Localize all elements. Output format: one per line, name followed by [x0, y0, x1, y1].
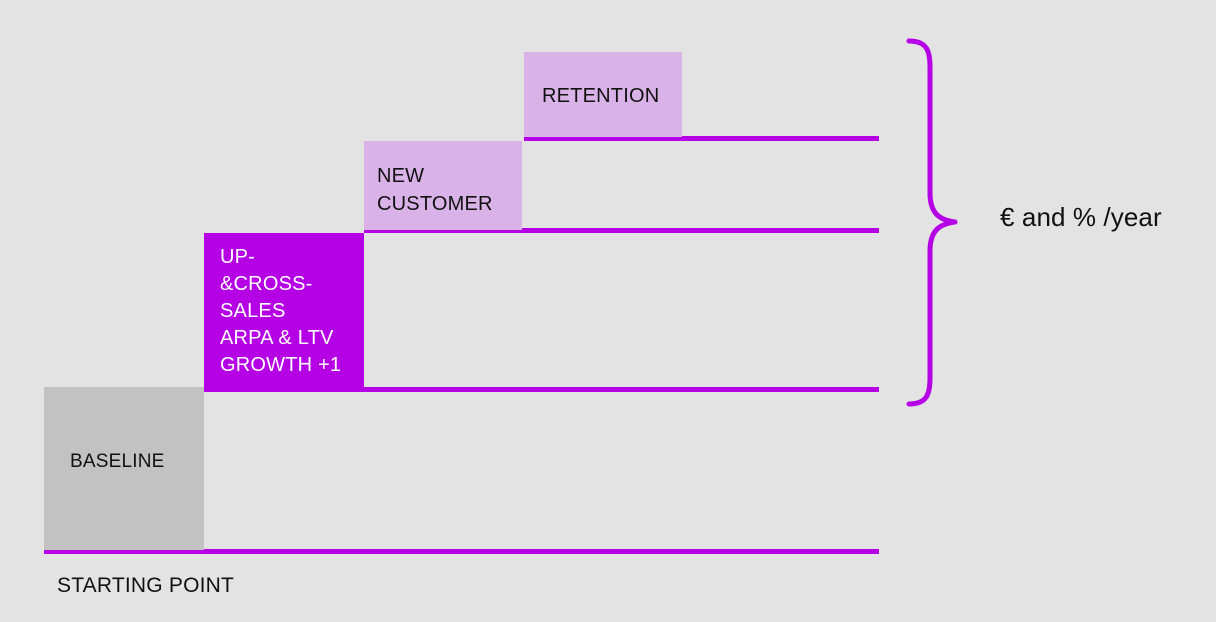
step-block-new-customer: NEW CUSTOMER	[364, 141, 522, 230]
step-label-new-customer: NEW CUSTOMER	[377, 165, 493, 215]
rule-up-cross-sales-top	[44, 387, 879, 392]
curly-brace-icon	[906, 38, 958, 407]
starting-point-label: STARTING POINT	[57, 574, 235, 597]
range-label: € and % /year	[1000, 202, 1162, 232]
step-block-up-cross-sales: UP- &CROSS- SALES ARPA & LTV GROWTH +1	[204, 233, 364, 392]
step-label-retention: RETENTION	[542, 85, 660, 107]
step-block-retention: RETENTION	[524, 52, 682, 137]
step-block-baseline: BASELINE	[44, 387, 204, 550]
rule-baseline	[44, 549, 879, 554]
rule-new-customer-top	[364, 228, 879, 233]
step-label-up-cross-sales: UP- &CROSS- SALES ARPA & LTV GROWTH +1	[220, 246, 342, 376]
rule-retention-top	[524, 136, 879, 141]
step-label-baseline: BASELINE	[70, 451, 165, 472]
